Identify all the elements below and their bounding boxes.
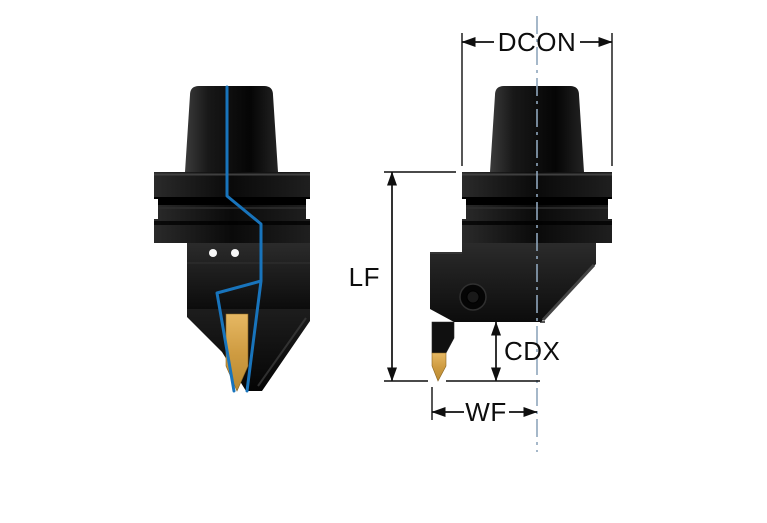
front-wedge-highlight xyxy=(257,317,307,387)
dcon-label: DCON xyxy=(498,27,577,57)
dimension-dcon: DCON xyxy=(461,27,613,166)
side-head xyxy=(430,243,596,322)
cdx-label: CDX xyxy=(504,336,560,366)
flange-notch-right xyxy=(306,199,310,219)
flange-groove-band-2 xyxy=(154,221,310,225)
dimension-wf: WF xyxy=(431,387,538,427)
clamp-screw-socket xyxy=(466,290,480,304)
side-shank xyxy=(490,86,584,172)
side-clamp-finger xyxy=(431,321,455,354)
side-insert xyxy=(431,352,447,382)
coolant-dot-left xyxy=(209,249,217,257)
flange-groove-band xyxy=(462,197,612,205)
front-wedge xyxy=(187,309,310,391)
front-body xyxy=(187,243,310,309)
dimension-cdx: CDX xyxy=(446,321,560,382)
front-view xyxy=(154,85,310,393)
contour-overlay-line xyxy=(215,85,263,393)
side-view xyxy=(430,86,612,382)
side-head-chamfer-highlight xyxy=(541,263,596,322)
lf-label: LF xyxy=(349,262,380,292)
front-shank xyxy=(185,86,278,172)
flange-notch-left xyxy=(462,199,466,219)
dimension-lf: LF xyxy=(349,171,456,382)
wf-label: WF xyxy=(465,397,506,427)
coolant-dot-right xyxy=(231,249,239,257)
flange-groove-band-2 xyxy=(462,221,612,225)
flange-notch-right xyxy=(608,199,612,219)
flange-notch-left xyxy=(154,199,158,219)
